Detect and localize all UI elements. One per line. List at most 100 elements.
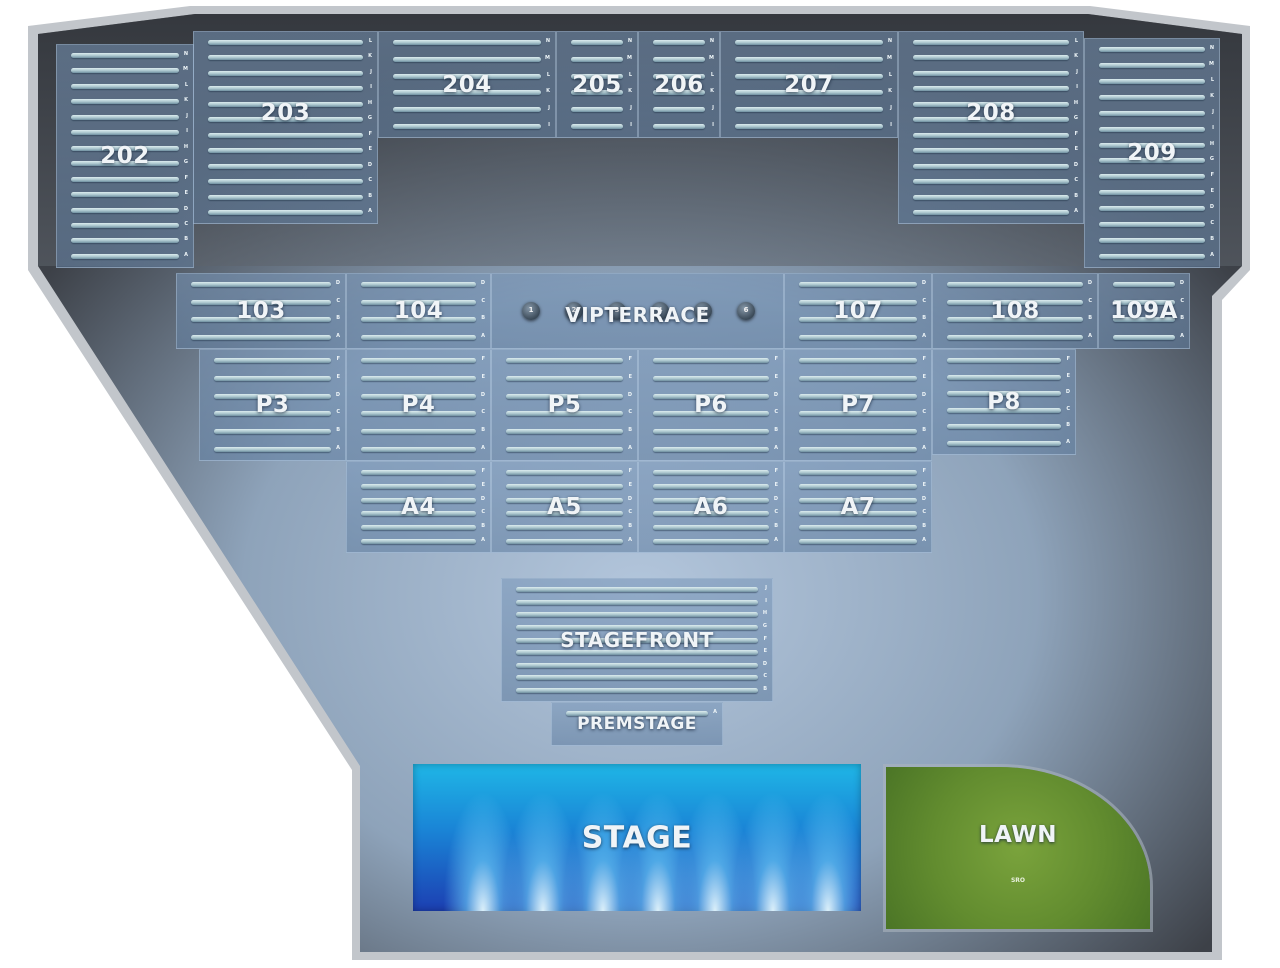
seat-row[interactable]: G [913,115,1078,123]
seat-row[interactable]: F [653,356,778,363]
vip-table[interactable]: 2 [565,302,583,320]
seat-row[interactable]: L [1099,77,1214,84]
seat-row[interactable]: F [361,468,485,475]
seat-row[interactable]: C [947,406,1070,413]
stage[interactable]: STAGE [413,764,861,911]
seat-row[interactable]: A [653,537,778,544]
seat-row[interactable]: F [799,356,926,363]
seat-row[interactable]: F [71,175,188,182]
seat-row[interactable]: E [361,482,485,489]
seat-row[interactable]: A [1099,252,1214,259]
seat-row[interactable]: C [71,221,188,228]
seat-row[interactable]: E [214,374,340,381]
seat-row[interactable]: N [393,38,550,45]
seat-row[interactable]: D [506,496,632,503]
seat-row[interactable]: B [913,193,1078,200]
seat-row[interactable]: C [799,409,926,417]
seat-row[interactable]: H [1099,141,1214,148]
seat-row[interactable]: M [653,55,714,62]
seat-row[interactable]: J [1099,109,1214,116]
seat-row[interactable]: E [516,648,767,656]
seat-row[interactable]: D [516,661,767,668]
vip-table[interactable]: 5 [694,302,712,320]
seat-row[interactable]: M [571,55,632,62]
seat-row[interactable]: F [361,356,485,363]
seat-row[interactable]: A [506,445,632,452]
seat-row[interactable]: K [913,53,1078,61]
seat-row[interactable]: C [214,409,340,417]
seat-row[interactable]: A [799,333,926,340]
seat-row[interactable]: B [1113,315,1184,323]
seat-row[interactable]: J [571,105,632,113]
seat-row[interactable]: H [208,100,372,107]
seat-row[interactable]: F [506,356,632,363]
seat-row[interactable]: B [506,523,632,531]
seat-row[interactable]: G [516,623,767,630]
seat-row[interactable]: N [735,38,892,45]
seat-row[interactable]: C [799,298,926,305]
seat-row[interactable]: J [913,69,1078,76]
seat-row[interactable]: N [571,38,632,45]
seat-row[interactable]: C [191,298,340,305]
seat-row[interactable]: H [913,100,1078,107]
seat-row[interactable]: B [799,427,926,435]
seat-row[interactable]: N [71,51,188,58]
seat-row[interactable]: E [361,374,485,381]
seat-row[interactable]: C [1113,298,1184,305]
seat-row[interactable]: G [1099,156,1214,164]
seat-row[interactable]: I [653,122,714,129]
seat-row[interactable]: E [506,482,632,489]
seat-row[interactable]: C [506,509,632,517]
seat-row[interactable]: E [799,482,926,489]
seat-row[interactable]: A [361,537,485,544]
seat-row[interactable]: E [506,374,632,381]
seat-row[interactable]: K [735,88,892,96]
seat-row[interactable]: F [799,468,926,475]
seat-row[interactable]: C [516,673,767,681]
seat-row[interactable]: L [571,72,632,79]
seat-row[interactable]: A [947,333,1092,340]
seat-row[interactable]: A [566,709,717,716]
seat-row[interactable]: D [214,392,340,399]
seat-row[interactable]: B [361,315,485,323]
seat-row[interactable]: E [71,190,188,198]
seat-row[interactable]: E [653,482,778,489]
seat-row[interactable]: B [799,315,926,323]
seat-row[interactable]: A [653,445,778,452]
seat-row[interactable]: D [653,392,778,399]
seat-row[interactable]: B [1099,236,1214,244]
seat-row[interactable]: D [361,496,485,503]
seat-row[interactable]: M [393,55,550,62]
seat-row[interactable]: B [71,236,188,244]
seat-row[interactable]: I [913,84,1078,92]
seat-row[interactable]: N [1099,45,1214,52]
seat-row[interactable]: G [71,159,188,167]
seat-row[interactable]: G [208,115,372,123]
seat-row[interactable]: I [71,128,188,136]
seat-row[interactable]: E [208,146,372,154]
seat-row[interactable]: A [506,537,632,544]
seat-row[interactable]: K [71,97,188,105]
seat-row[interactable]: D [653,496,778,503]
seat-row[interactable]: C [361,409,485,417]
seat-row[interactable]: E [1099,188,1214,196]
seat-row[interactable]: A [361,445,485,452]
seat-row[interactable]: C [799,509,926,517]
seat-row[interactable]: A [208,208,372,215]
seat-row[interactable]: B [947,422,1070,430]
seat-row[interactable]: M [1099,61,1214,68]
